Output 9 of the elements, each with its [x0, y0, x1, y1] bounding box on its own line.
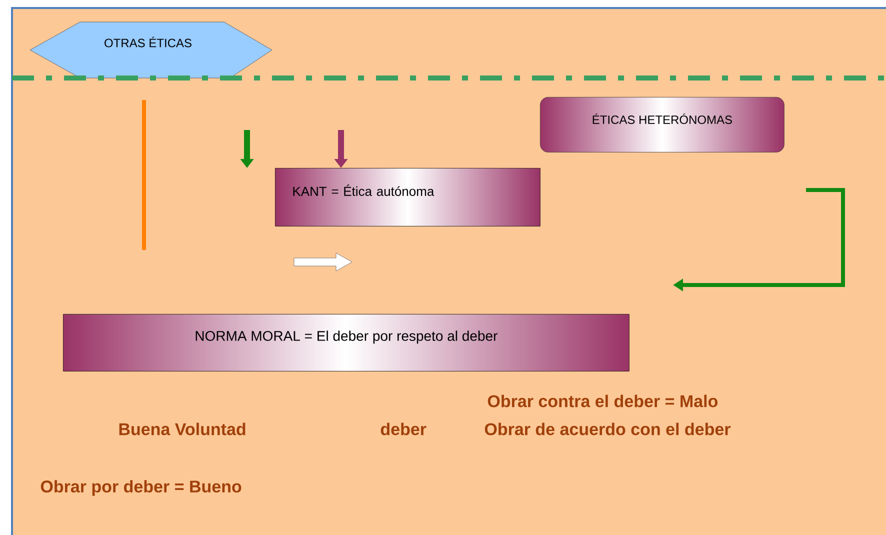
bold-text: Obrar por deber = Bueno	[40, 480, 242, 496]
bold-text: Obrar de acuerdo con el deber	[484, 422, 730, 436]
bold-text: deber	[380, 422, 426, 436]
box: NORMA MORAL = El deber por respeto al deber	[63, 314, 630, 372]
box: KANT = Ética autónoma	[275, 168, 540, 226]
bold-text: Obrar contra el deber = Malo	[488, 394, 718, 408]
hexagon: OTRAS ÉTICAS	[30, 22, 272, 78]
bold-text: Buena Voluntad	[119, 422, 246, 436]
rounded-box: ÉTICAS HETERÓNOMAS	[540, 97, 784, 152]
